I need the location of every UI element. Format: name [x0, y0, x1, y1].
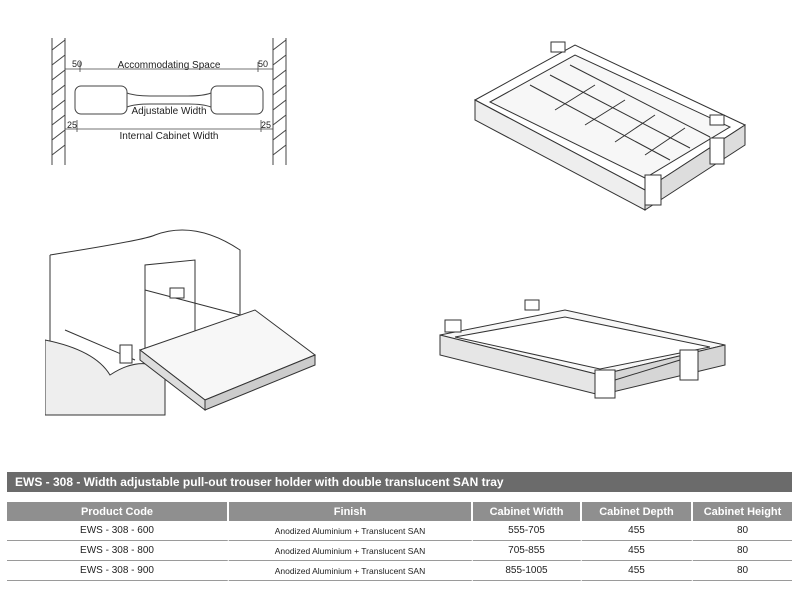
header-finish: Finish	[229, 502, 473, 521]
table-row: EWS - 308 - 900 Anodized Aluminium + Tra…	[7, 561, 792, 581]
left-margin-label: 50	[72, 59, 82, 69]
accommodating-space-label: Accommodating Space	[118, 60, 221, 71]
header-cabinet-width: Cabinet Width	[473, 502, 582, 521]
cabinet-installation-drawing	[45, 229, 317, 416]
inner-left-label: 25	[67, 120, 77, 130]
cell-cabinet-width: 555-705	[473, 521, 582, 541]
tray-outline	[74, 85, 264, 115]
cell-finish: Anodized Aluminium + Translucent SAN	[229, 521, 473, 541]
cell-cabinet-height: 80	[693, 541, 792, 561]
cell-cabinet-depth: 455	[582, 521, 693, 541]
adjustable-width-label: Adjustable Width	[131, 106, 206, 117]
flat-tray-drawing	[439, 299, 726, 399]
left-wall	[51, 38, 66, 165]
cell-cabinet-width: 705-855	[473, 541, 582, 561]
right-margin-label: 50	[258, 59, 268, 69]
table-header-row: Product Code Finish Cabinet Width Cabine…	[7, 502, 792, 521]
table-row: EWS - 308 - 600 Anodized Aluminium + Tra…	[7, 521, 792, 541]
cell-cabinet-height: 80	[693, 561, 792, 581]
specification-table: Product Code Finish Cabinet Width Cabine…	[7, 502, 792, 581]
right-wall	[272, 38, 287, 165]
header-product-code: Product Code	[7, 502, 229, 521]
header-cabinet-height: Cabinet Height	[693, 502, 792, 521]
cell-finish: Anodized Aluminium + Translucent SAN	[229, 541, 473, 561]
cell-cabinet-depth: 455	[582, 561, 693, 581]
header-cabinet-depth: Cabinet Depth	[582, 502, 693, 521]
internal-cabinet-width-label: Internal Cabinet Width	[120, 131, 219, 142]
tray-isometric-drawing	[473, 41, 747, 211]
cell-product-code: EWS - 308 - 900	[7, 561, 229, 581]
table-row: EWS - 308 - 800 Anodized Aluminium + Tra…	[7, 541, 792, 561]
inner-right-label: 25	[261, 120, 271, 130]
cell-finish: Anodized Aluminium + Translucent SAN	[229, 561, 473, 581]
cell-product-code: EWS - 308 - 800	[7, 541, 229, 561]
dimension-diagram: 50 50 Accommodating Space Adjustable Wid…	[51, 38, 287, 165]
cell-product-code: EWS - 308 - 600	[7, 521, 229, 541]
product-title: EWS - 308 - Width adjustable pull-out tr…	[7, 472, 792, 492]
cell-cabinet-height: 80	[693, 521, 792, 541]
cell-cabinet-depth: 455	[582, 541, 693, 561]
cell-cabinet-width: 855-1005	[473, 561, 582, 581]
